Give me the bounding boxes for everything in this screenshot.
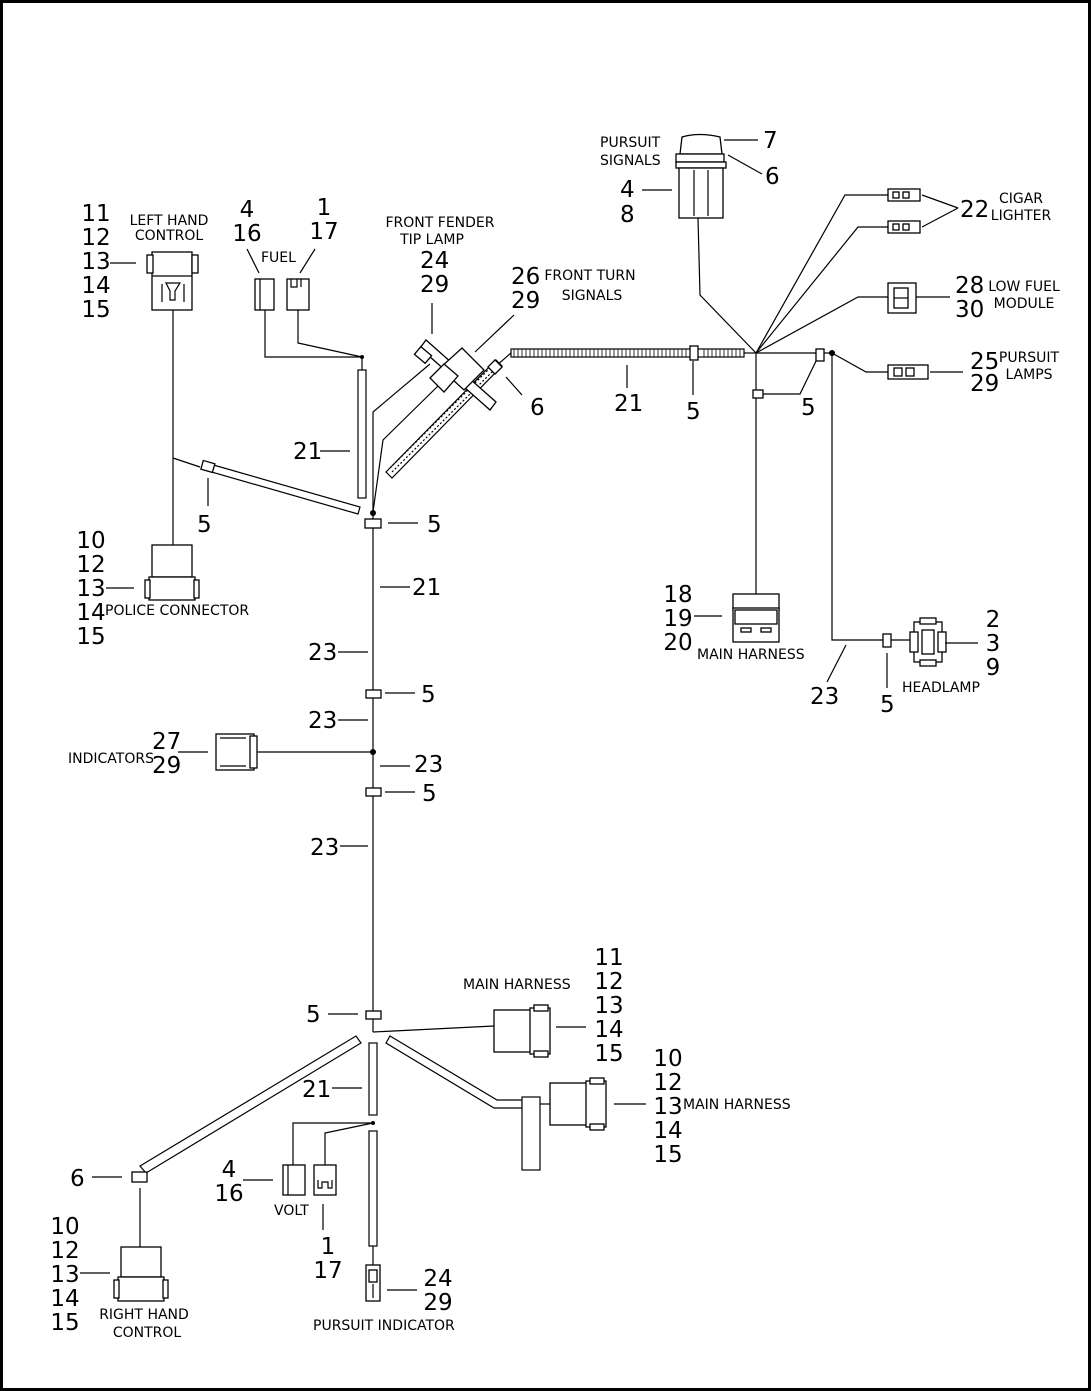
callout-7: 7	[763, 128, 778, 154]
label-main-harness-lower2: MAIN HARNESS	[683, 1097, 791, 1113]
label-pursuit-indicator: PURSUIT INDICATOR	[313, 1318, 455, 1334]
lower-vertical-sleeve-21	[368, 1042, 378, 1116]
callout-6-turn: 6	[530, 395, 545, 421]
leader-lines	[80, 139, 978, 1291]
callout-5-leftbranch: 5	[197, 512, 212, 538]
callout-5-b: 5	[422, 781, 437, 807]
pursuit-signals-part	[675, 133, 727, 219]
callout-5-right: 5	[801, 395, 816, 421]
indicators-connector	[215, 733, 258, 771]
callout-6-top: 6	[765, 164, 780, 190]
callout-23-a: 23	[308, 640, 337, 666]
callout-5-a: 5	[421, 682, 436, 708]
right-hand-control-connector	[113, 1246, 169, 1302]
callout-21-main: 21	[412, 575, 441, 601]
callout-5-tube: 5	[686, 399, 701, 425]
main-harness-mid-connector	[732, 593, 780, 643]
callout-23-d: 23	[310, 835, 339, 861]
callout-5-c: 5	[306, 1002, 321, 1028]
callout-21-tube: 21	[614, 391, 643, 417]
label-main-harness-lower1: MAIN HARNESS	[463, 977, 571, 993]
police-connector-part	[144, 544, 200, 601]
connectors	[113, 133, 947, 1302]
callout-5-head: 5	[880, 692, 895, 718]
label-volt: VOLT	[274, 1203, 309, 1219]
clips	[131, 345, 892, 1183]
label-police-connector: POLICE CONNECTOR	[105, 603, 249, 619]
headlamp-connector	[909, 617, 947, 667]
turn-signal-clip	[487, 359, 503, 375]
volt-connectors	[282, 1164, 337, 1196]
main-harness-lower1-connector	[493, 1004, 551, 1058]
callout-23-c: 23	[414, 752, 443, 778]
cigar-lighter-connectors	[887, 188, 921, 234]
lower-left-sleeve	[139, 1035, 362, 1174]
fuel-connectors	[254, 278, 310, 311]
callout-22: 22	[960, 197, 989, 223]
callout-21-lower: 21	[302, 1077, 331, 1103]
label-main-harness-mid: MAIN HARNESS	[697, 647, 805, 663]
callout-6-rhc: 6	[70, 1166, 85, 1192]
low-fuel-module-connector	[887, 282, 917, 314]
callout-5-junction: 5	[427, 512, 442, 538]
left-hand-control-connector	[146, 251, 199, 311]
label-indicators: INDICATORS	[68, 751, 154, 767]
vertical-sleeve-21	[357, 369, 367, 499]
label-fuel: FUEL	[261, 250, 296, 266]
lower-right-block	[521, 1096, 541, 1171]
lower-vertical-sleeve-b	[368, 1130, 378, 1247]
callout-21-vert: 21	[293, 439, 322, 465]
label-headlamp: HEADLAMP	[902, 680, 980, 696]
fender-tip-lamp-part	[413, 339, 497, 411]
pursuit-indicator-connector	[365, 1264, 381, 1302]
main-harness-lower2-connector	[540, 1077, 607, 1131]
pursuit-lamps-connector	[887, 364, 929, 380]
callout-23-b: 23	[308, 708, 337, 734]
callout-23-head: 23	[810, 684, 839, 710]
wires	[139, 194, 914, 1265]
